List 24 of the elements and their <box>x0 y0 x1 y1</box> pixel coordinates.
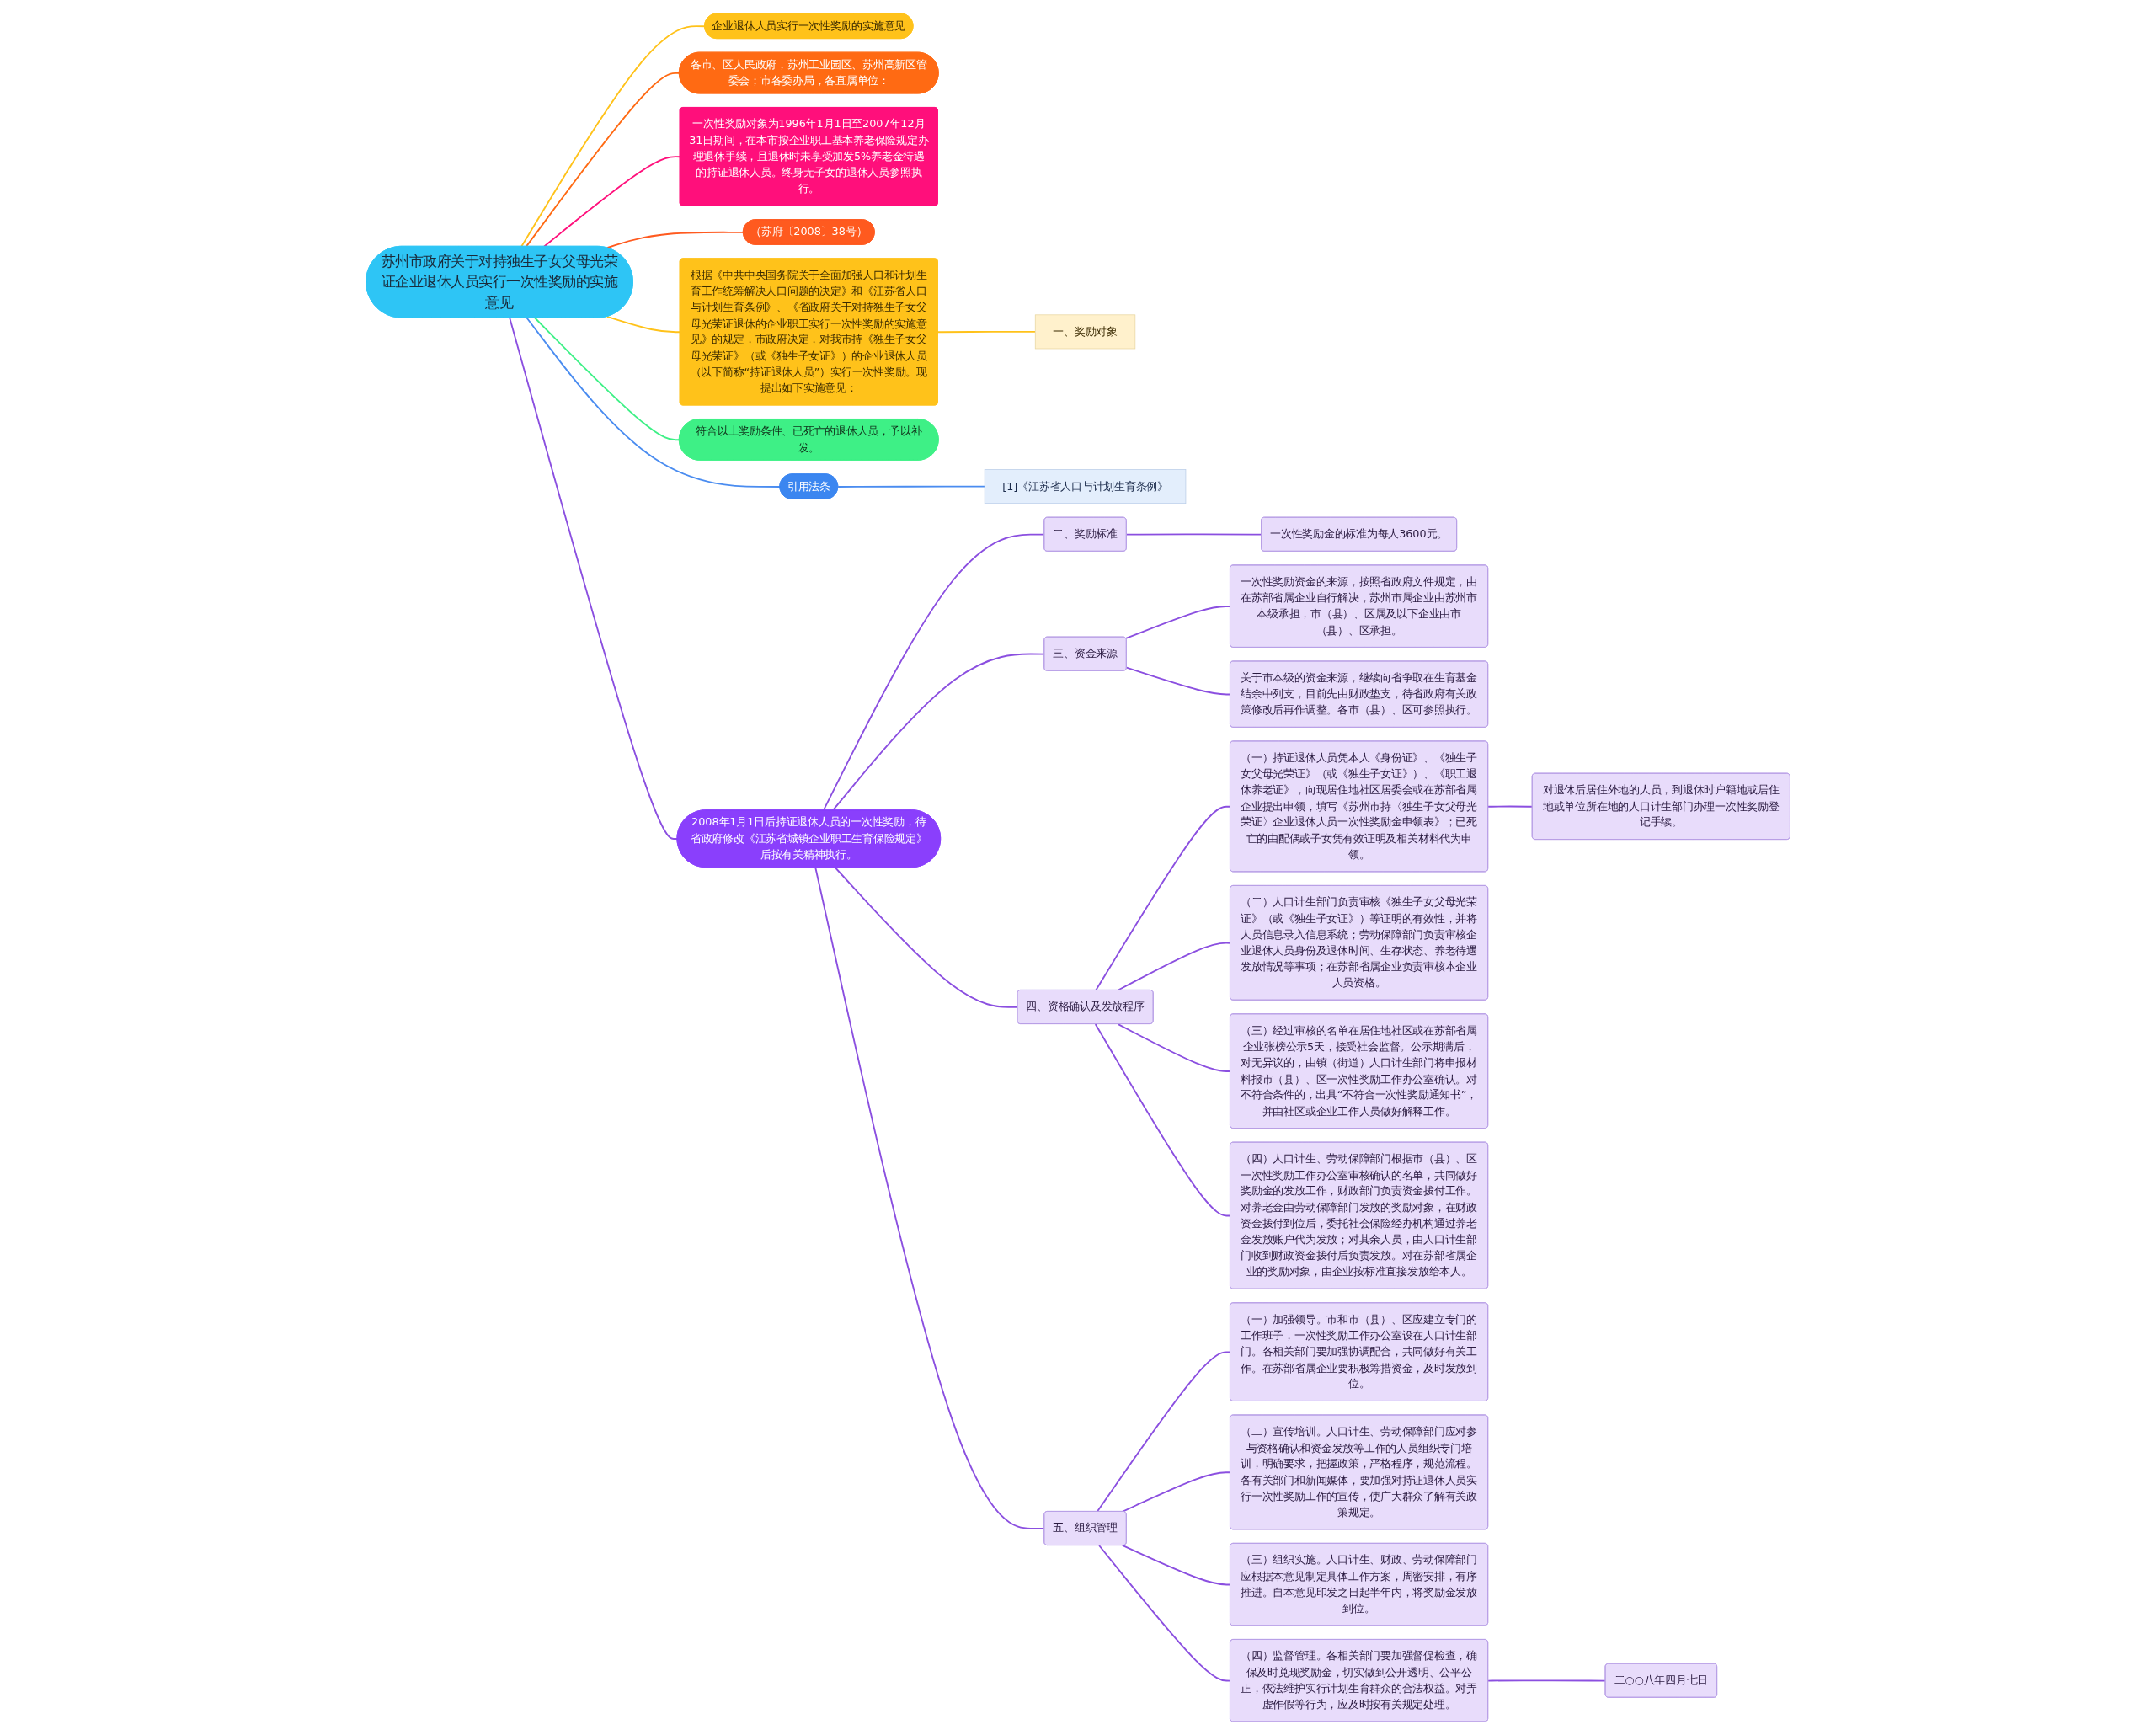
connector <box>1125 533 1262 536</box>
connector <box>1121 1545 1231 1586</box>
connector <box>937 330 1037 334</box>
connector <box>1121 1471 1231 1513</box>
connector <box>1094 1023 1231 1217</box>
connector <box>1096 1351 1231 1513</box>
connector <box>509 317 679 840</box>
connector <box>1125 666 1231 696</box>
connector <box>1095 805 1231 991</box>
connector <box>837 485 986 488</box>
connector <box>1117 1023 1231 1072</box>
node-box: 一、奖励对象 <box>1034 314 1136 350</box>
connector <box>1124 606 1231 639</box>
node-box: [1]《江苏省人口与计划生育条例》 <box>984 469 1187 504</box>
connector <box>1117 942 1231 991</box>
connector <box>606 231 744 249</box>
connector <box>1487 805 1534 808</box>
connector <box>520 25 706 248</box>
connector <box>1487 1679 1607 1682</box>
connector <box>543 156 681 248</box>
connector <box>1098 1545 1231 1682</box>
connector <box>534 317 680 441</box>
connector <box>606 316 681 334</box>
connector <box>526 72 680 248</box>
